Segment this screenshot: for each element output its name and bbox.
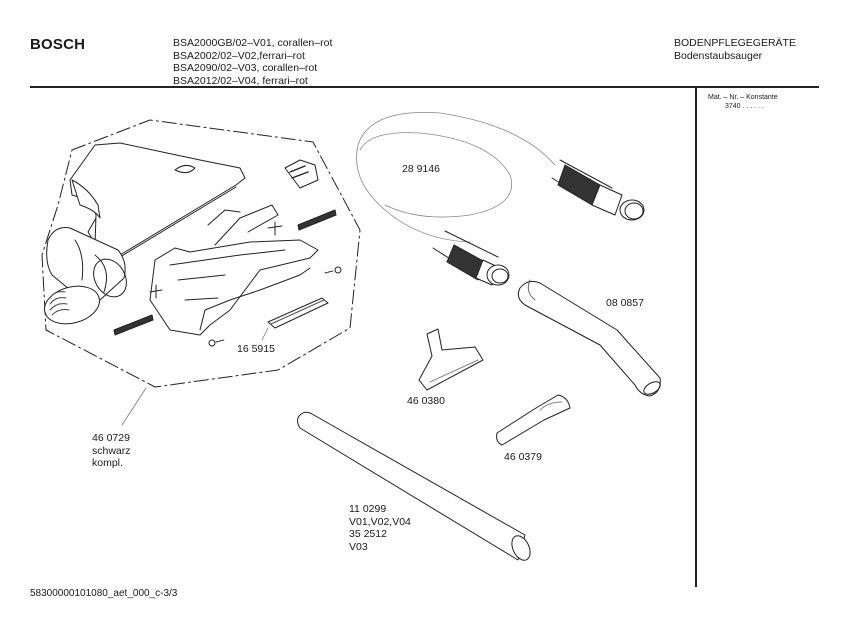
upholstery-nozzle (418, 328, 484, 391)
part-label-handle: 08 0857 (606, 297, 644, 309)
part-label-crevice-nozzle: 46 0379 (504, 451, 542, 463)
brush-strip-part (261, 297, 329, 341)
floor-nozzle-cover (69, 142, 246, 259)
model-line: BSA2090/02–V03, corallen–rot (173, 62, 318, 75)
ribbed-nozzle (44, 285, 100, 325)
model-line: BSA2000GB/02–V01, corallen–rot (173, 37, 333, 49)
category-subtitle: Bodenstaubsauger (674, 49, 763, 62)
sidebar-divider (695, 87, 697, 587)
part-number: 46 0729 (92, 432, 130, 444)
part-number: 11 0299 (349, 503, 387, 515)
material-value: 3740 . . . . . . (725, 103, 764, 110)
floor-nozzle-base (149, 204, 319, 336)
model-list: BSA2000GB/02–V01, corallen–rot BSA2002/0… (173, 37, 332, 87)
screw (208, 266, 342, 347)
handle-tube (517, 279, 661, 397)
category-title: BODENPFLEGEGERÄTE (674, 37, 796, 49)
part-note: kompl. (92, 457, 123, 470)
material-number-block: Mat. – Nr. – Konstante 3740 . . . . . . (708, 93, 778, 111)
header-divider (30, 86, 819, 88)
part-label-brush-strip: 16 5915 (237, 343, 275, 355)
part-variant: V03 (349, 540, 368, 553)
part-note: schwarz (92, 444, 131, 457)
model-line: BSA2012/02–V04, ferrari–rot (173, 74, 308, 87)
assembly-leader-line (121, 387, 147, 426)
document-id: 58300000101080_aet_000_c-3/3 (30, 588, 178, 599)
category-block: BODENPFLEGEGERÄTE Bodenstaubsauger (674, 37, 796, 62)
part-label-tube: 11 0299 V01,V02,V04 35 2512 V03 (349, 503, 411, 553)
pin (149, 221, 283, 299)
hose (356, 112, 645, 286)
part-label-hose: 28 9146 (402, 163, 440, 175)
bracket (284, 159, 319, 189)
material-label: Mat. – Nr. – Konstante (708, 94, 778, 101)
brand-logo: BOSCH (30, 36, 86, 53)
part-number: 35 2512 (349, 528, 387, 541)
swivel-joint (46, 227, 127, 303)
assembly-boundary (41, 119, 361, 388)
part-variant: V01,V02,V04 (349, 515, 411, 528)
brush-strip (113, 209, 337, 336)
extension-tube (297, 411, 531, 561)
crevice-nozzle (496, 394, 571, 446)
part-label-floor-nozzle: 46 0729 schwarz kompl. (92, 432, 131, 470)
part-label-upholstery-nozzle: 46 0380 (407, 395, 445, 407)
model-line: BSA2002/02–V02,ferrari–rot (173, 49, 305, 62)
